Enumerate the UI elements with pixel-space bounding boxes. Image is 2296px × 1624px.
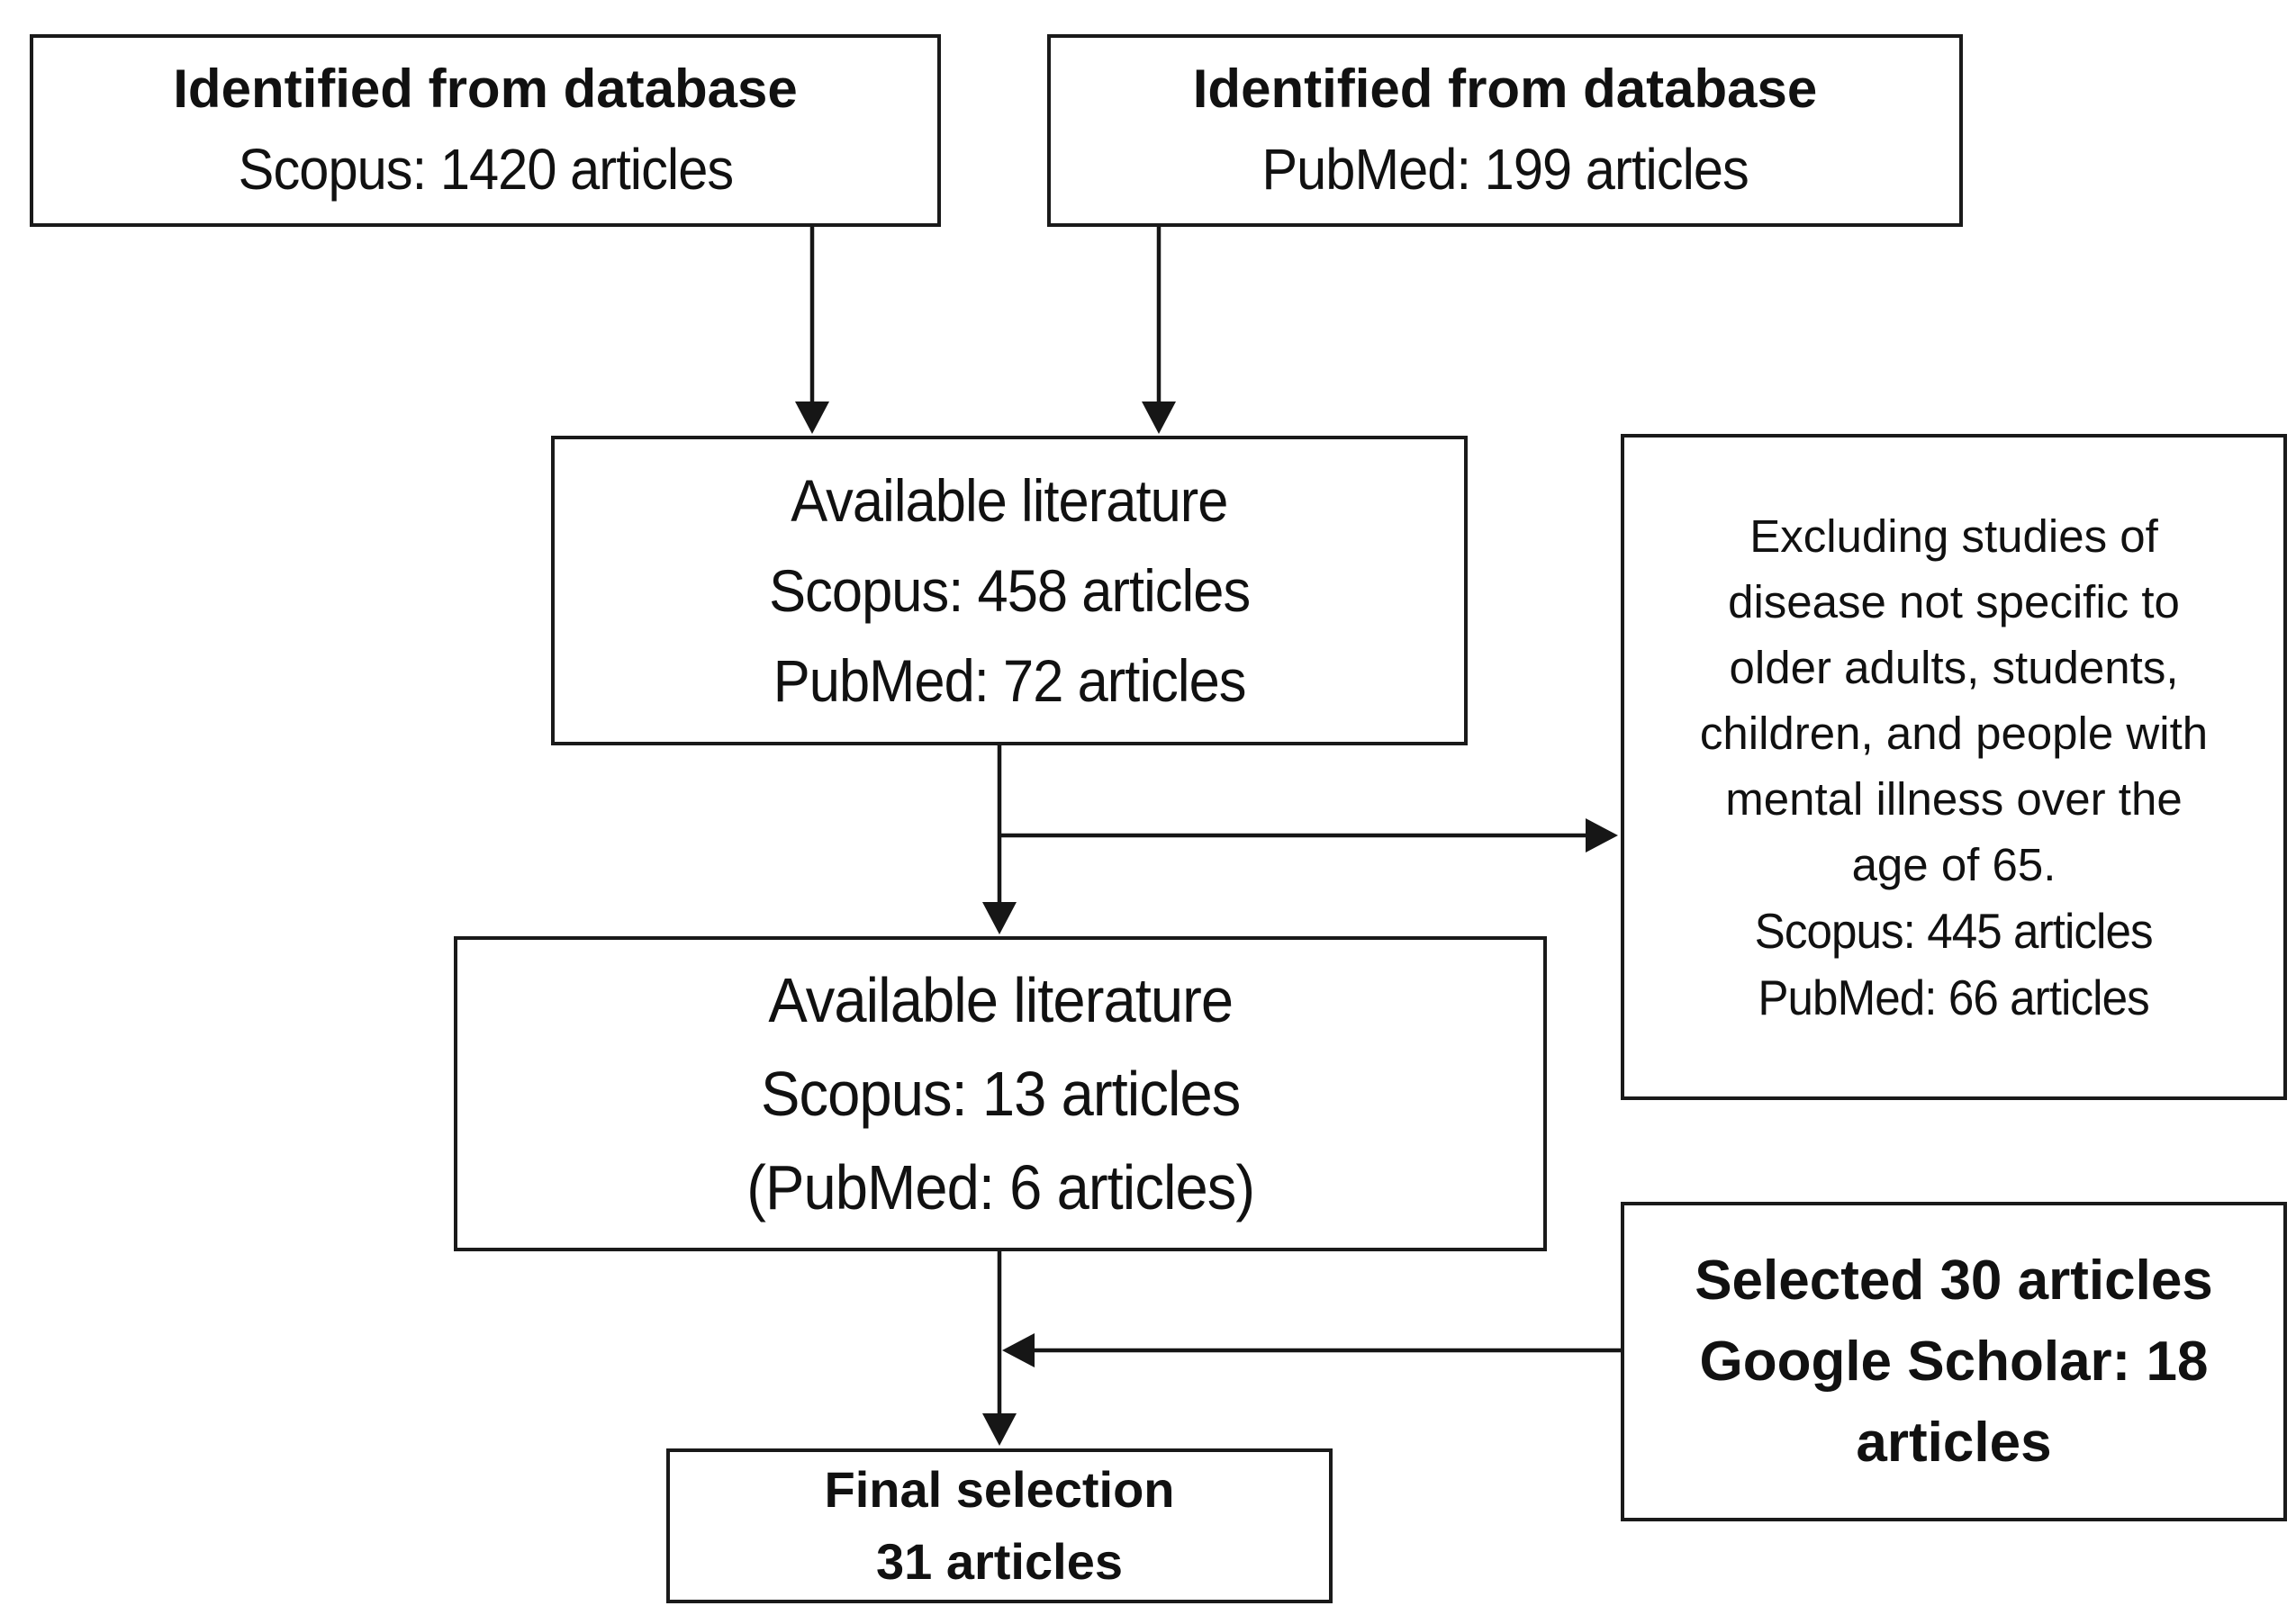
exclusion-stat: PubMed: 66 articles bbox=[1758, 970, 2150, 1025]
box-line: 31 articles bbox=[876, 1533, 1123, 1590]
box-stat: PubMed: 199 articles bbox=[1261, 137, 1749, 202]
box-line: Google Scholar: 18 bbox=[1699, 1330, 2209, 1393]
box-line: Available literature bbox=[768, 965, 1234, 1035]
exclusion-note-line: children, and people with bbox=[1699, 708, 2209, 759]
exclusion-note-line: Excluding studies of bbox=[1749, 510, 2158, 562]
arrow-selected-to-flow bbox=[1002, 1333, 1621, 1367]
arrow-pubmed-to-available bbox=[1142, 227, 1176, 434]
box-title: Identified from database bbox=[1192, 59, 1818, 119]
box-line: PubMed: 72 articles bbox=[773, 647, 1247, 714]
box-line: (PubMed: 6 articles) bbox=[746, 1152, 1255, 1223]
box-line: Available literature bbox=[791, 467, 1228, 534]
box-line: articles bbox=[1856, 1411, 2052, 1474]
exclusion-note-line: older adults, students, bbox=[1729, 642, 2179, 693]
exclusion-note-line: age of 65. bbox=[1851, 839, 2056, 890]
box-line: Final selection bbox=[824, 1461, 1175, 1518]
box-available-literature-1: Available literature Scopus: 458 article… bbox=[551, 436, 1468, 745]
box-line: Selected 30 articles bbox=[1695, 1249, 2213, 1312]
arrow-available-to-available2 bbox=[982, 745, 1017, 934]
box-identified-pubmed: Identified from database PubMed: 199 art… bbox=[1047, 34, 1963, 227]
box-title: Identified from database bbox=[173, 59, 798, 119]
box-identified-scopus: Identified from database Scopus: 1420 ar… bbox=[30, 34, 941, 227]
arrow-branch-to-exclusion bbox=[999, 818, 1618, 853]
box-final-selection: Final selection 31 articles bbox=[666, 1448, 1333, 1603]
exclusion-note-line: mental illness over the bbox=[1725, 773, 2183, 825]
box-line: Scopus: 13 articles bbox=[760, 1059, 1241, 1129]
box-stat: Scopus: 1420 articles bbox=[238, 137, 733, 202]
arrow-scopus-to-available bbox=[795, 227, 829, 434]
box-available-literature-2: Available literature Scopus: 13 articles… bbox=[454, 936, 1547, 1251]
exclusion-stat: Scopus: 445 articles bbox=[1754, 903, 2154, 959]
exclusion-note-line: disease not specific to bbox=[1728, 576, 2180, 627]
box-line: Scopus: 458 articles bbox=[768, 557, 1251, 624]
box-selected-google-scholar: Selected 30 articles Google Scholar: 18 … bbox=[1621, 1202, 2287, 1521]
arrow-available2-to-final bbox=[982, 1251, 1017, 1446]
box-exclusion-criteria: Excluding studies of disease not specifi… bbox=[1621, 434, 2287, 1100]
